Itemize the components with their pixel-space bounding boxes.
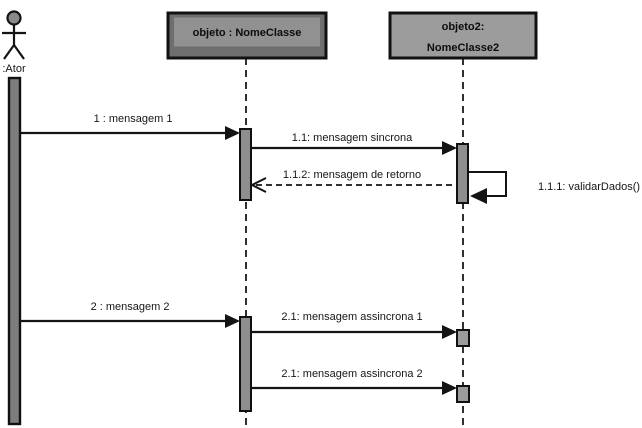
activation-bar-objeto2-1 <box>456 143 469 204</box>
message-2-1-b-label: 2.1: mensagem assincrona 2 <box>281 368 422 380</box>
message-1-1-1-label: 1.1.1: validarDados() <box>538 181 640 193</box>
message-1-1-arrowhead-icon <box>442 141 457 155</box>
object-box-objeto-inner <box>174 17 320 47</box>
message-1-1-2-arrowhead-lower <box>251 184 267 193</box>
message-2-1-b-arrowhead-icon <box>442 381 457 395</box>
message-1-arrowhead-icon <box>225 126 240 140</box>
object-objeto2-label-line2: NomeClasse2 <box>427 42 499 54</box>
message-2-1-b: 2.1: mensagem assincrona 2 <box>251 368 457 395</box>
message-2-1-a: 2.1: mensagem assincrona 1 <box>251 311 457 339</box>
activation-bar-objeto-2 <box>239 316 252 412</box>
object-box-objeto: objeto : NomeClasse <box>166 11 328 60</box>
object-objeto2-label-line1: objeto2: <box>442 21 485 33</box>
actor-activation-bar <box>7 76 22 426</box>
message-1-1-2-arrowhead-upper <box>251 177 267 186</box>
actor-name-label: :Ator <box>2 63 26 75</box>
message-1-1-1-arrowhead-icon <box>470 188 487 204</box>
activation-bar-objeto2-async2 <box>456 385 470 403</box>
object-box-objeto2: objeto2: NomeClasse2 <box>388 11 538 60</box>
message-1-1-2: 1.1.2: mensagem de retorno <box>251 169 457 193</box>
object-objeto-label: objeto : NomeClasse <box>193 27 302 39</box>
actor-head-icon <box>6 10 22 26</box>
actor-figure <box>2 10 26 60</box>
message-1: 1 : mensagem 1 <box>20 113 240 140</box>
message-1-1-label: 1.1: mensagem sincrona <box>292 132 413 144</box>
message-2-1-a-label: 2.1: mensagem assincrona 1 <box>281 311 422 323</box>
message-2-1-a-arrowhead-icon <box>442 325 457 339</box>
message-2-arrowhead-icon <box>225 314 240 328</box>
actor-leg-left-line <box>3 44 15 60</box>
activation-bar-objeto2-async1 <box>456 329 470 347</box>
actor-leg-right-line <box>13 44 25 60</box>
message-2-label: 2 : mensagem 2 <box>91 301 170 313</box>
message-1-label: 1 : mensagem 1 <box>94 113 173 125</box>
message-1-1-1-line <box>469 171 507 197</box>
message-1-1-2-label: 1.1.2: mensagem de retorno <box>283 169 421 181</box>
message-1-1: 1.1: mensagem sincrona <box>251 132 457 155</box>
activation-bar-objeto-1 <box>239 128 252 201</box>
object-box-objeto2-outer <box>388 11 538 60</box>
message-2: 2 : mensagem 2 <box>20 301 240 328</box>
message-1-1-1: 1.1.1: validarDados() <box>469 171 640 204</box>
